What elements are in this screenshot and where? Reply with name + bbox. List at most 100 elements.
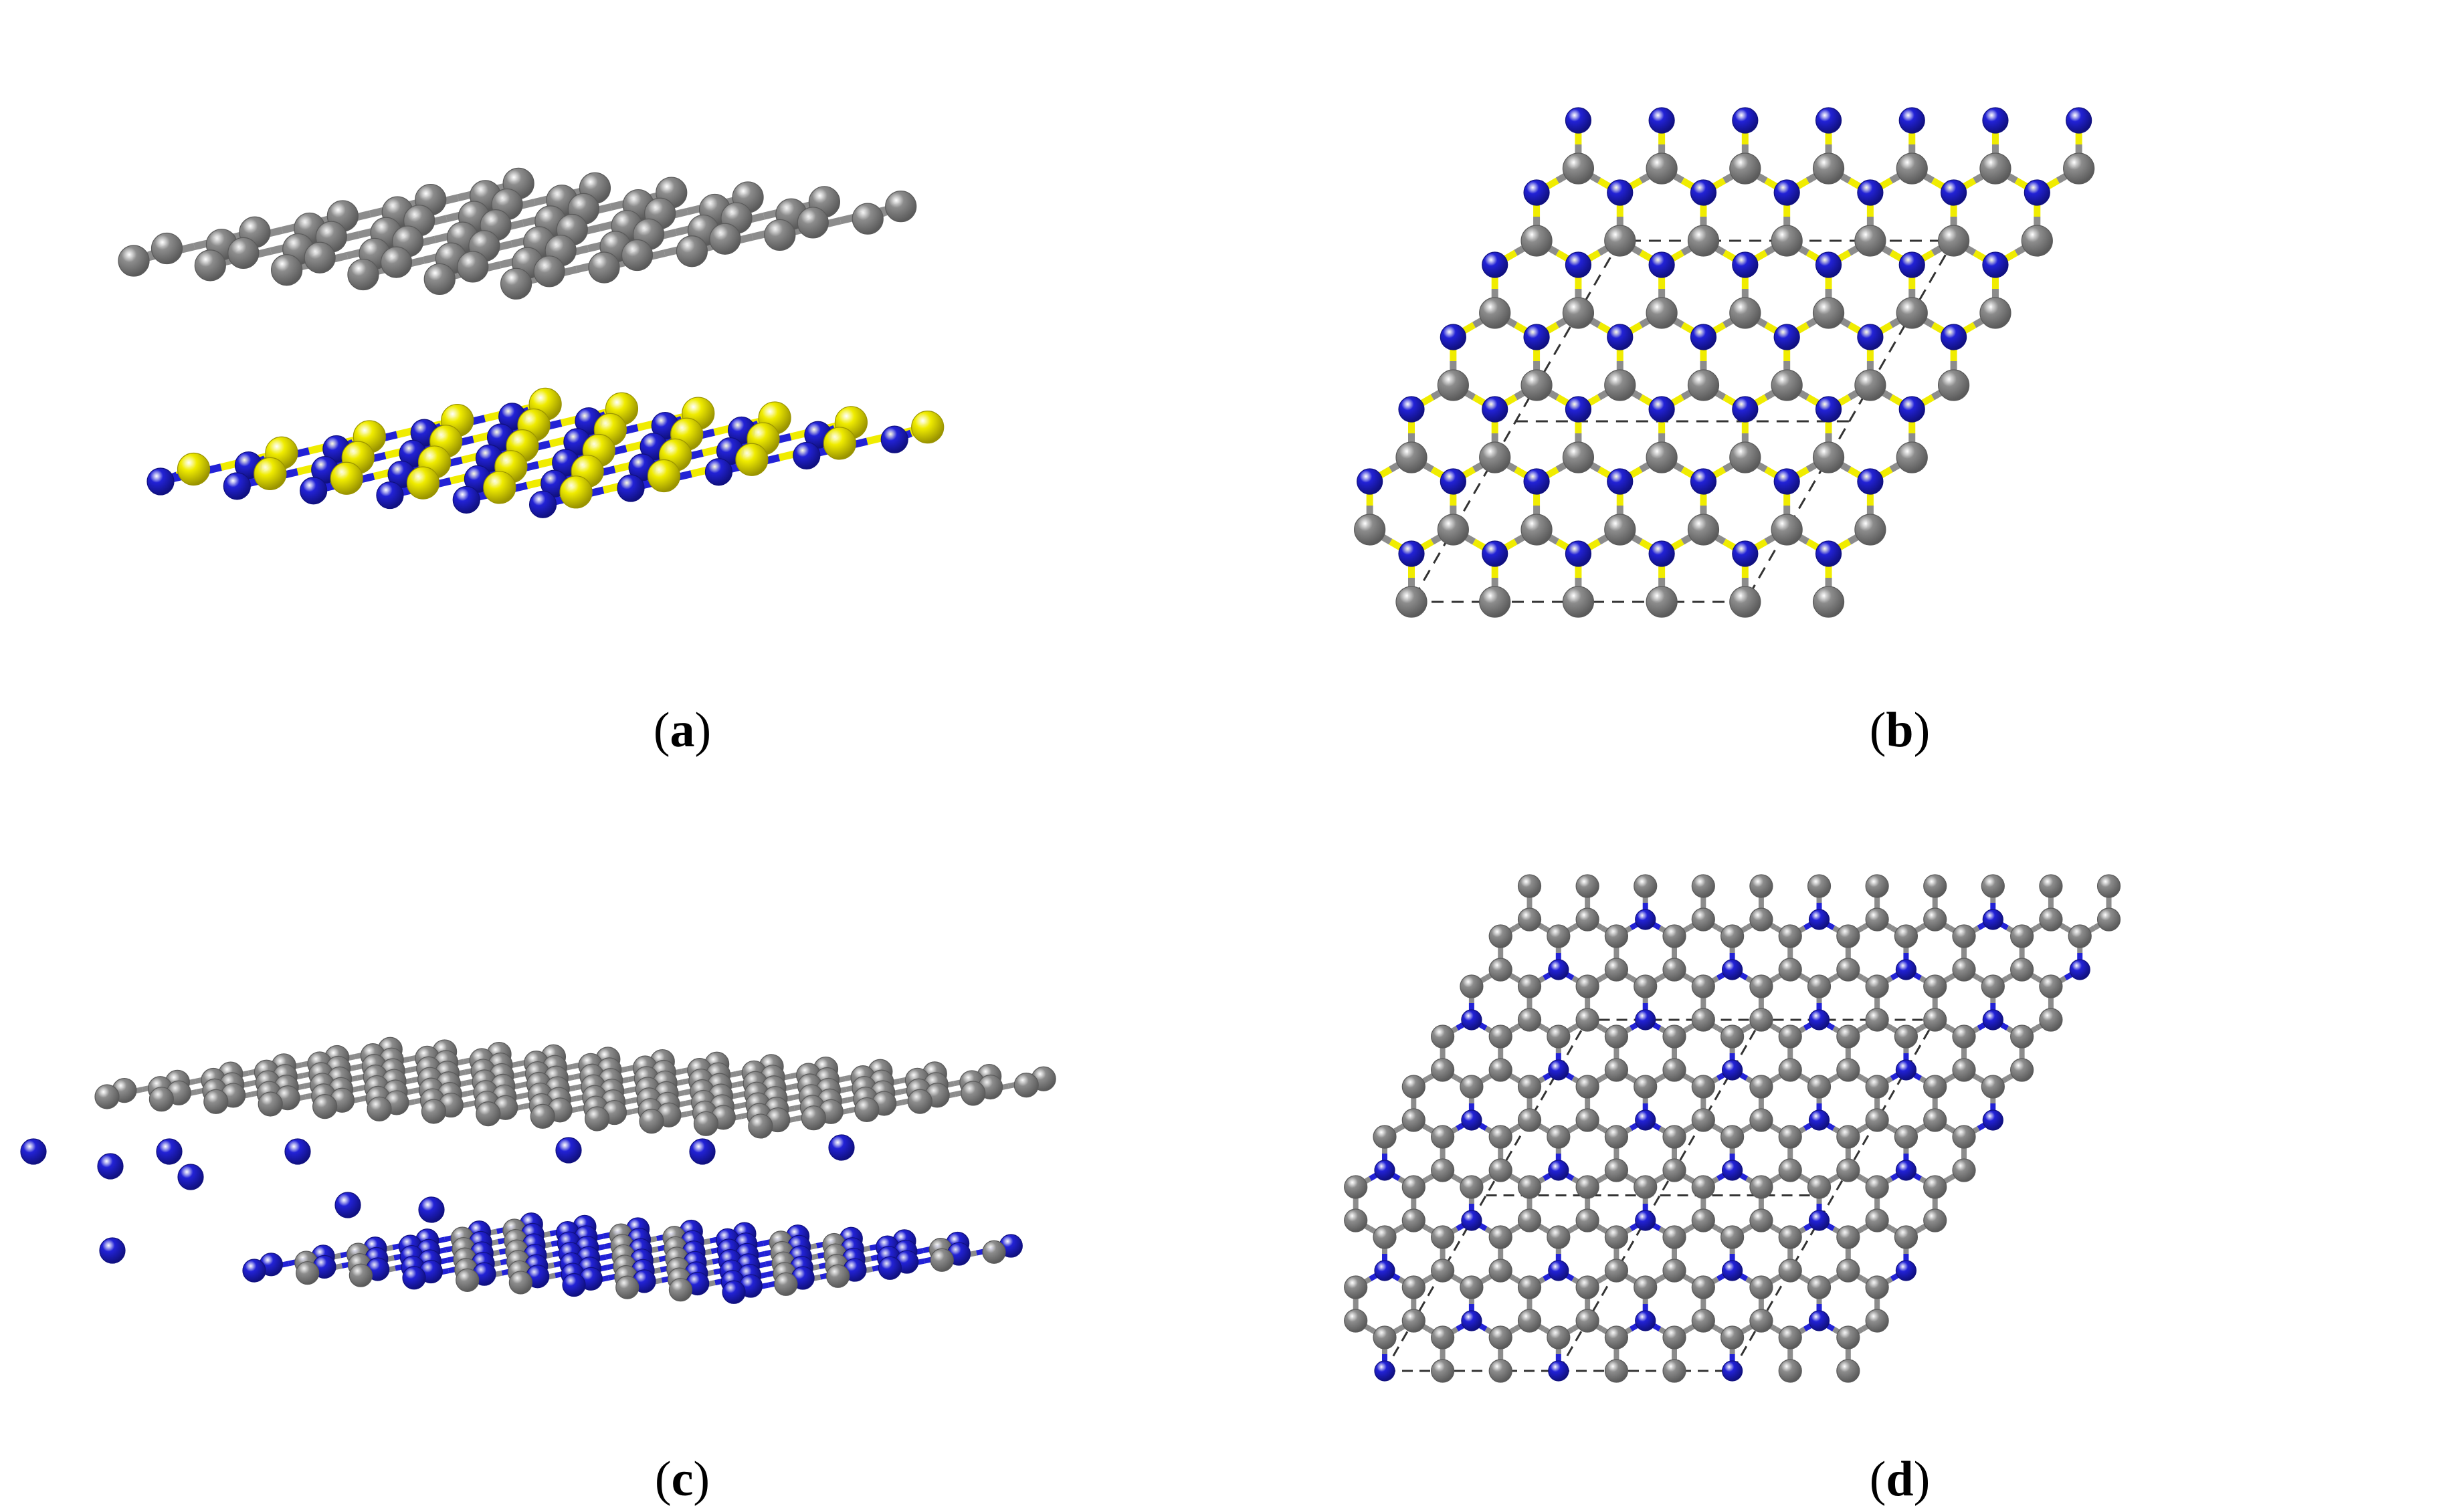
nitrogen-atom <box>1440 468 1466 495</box>
carbon-atom <box>1865 1075 1889 1099</box>
nitrogen-atom <box>1808 1009 1830 1031</box>
carbon-atom <box>1547 1024 1571 1049</box>
carbon-atom <box>533 255 565 288</box>
carbon-atom <box>2010 1058 2034 1082</box>
carbon-atom <box>1401 1275 1425 1299</box>
nitrogen-atom <box>1374 1360 1395 1382</box>
carbon-atom <box>1662 1058 1686 1082</box>
nitrogen-atom <box>1607 179 1634 206</box>
bottom-layer <box>20 1134 1023 1304</box>
carbon-atom <box>1749 1309 1773 1333</box>
carbon-atom <box>1431 1325 1455 1349</box>
carbon-atom <box>1517 874 1542 898</box>
nitrogen-atom <box>1808 909 1830 930</box>
carbon-atom <box>1937 369 1970 401</box>
lattice <box>1354 107 2095 618</box>
carbon-atom <box>1604 1325 1629 1349</box>
carbon-atom <box>1729 297 1761 329</box>
nitrogen-atom <box>1722 1260 1743 1281</box>
nitrogen-atom <box>1648 396 1675 423</box>
carbon-atom <box>1479 297 1511 329</box>
carbon-atom <box>1488 1225 1512 1249</box>
nitrogen-atom <box>1548 959 1569 980</box>
nitrogen-atom <box>704 458 732 486</box>
carbon-atom <box>885 191 917 223</box>
carbon-atom <box>1517 1309 1542 1333</box>
nitrogen-atom <box>1607 324 1634 350</box>
carbon-atom <box>1923 1208 1947 1232</box>
carbon-atom <box>1865 1175 1889 1199</box>
carbon-atom <box>1431 1359 1455 1383</box>
carbon-atom <box>1431 1158 1455 1182</box>
nitrogen-atom <box>1357 468 1383 495</box>
nitrogen-atom <box>1523 179 1550 206</box>
carbon-atom <box>1547 1325 1571 1349</box>
nitrogen-atom <box>1374 1260 1395 1281</box>
nitrogen-atom <box>1898 396 1925 423</box>
carbon-atom <box>1812 152 1845 185</box>
carbon-atom <box>367 1096 392 1121</box>
carbon-atom <box>1865 874 1889 898</box>
carbon-atom <box>1662 958 1686 982</box>
carbon-atom <box>2039 1008 2063 1032</box>
carbon-atom <box>1896 297 1928 329</box>
carbon-atom <box>1662 1024 1686 1049</box>
panel-c-structure <box>20 1037 1056 1304</box>
carbon-atom <box>1687 225 1720 257</box>
panel-d-caption: (d) <box>1869 1452 1931 1507</box>
carbon-atom <box>1354 514 1386 546</box>
nitrogen-atom <box>562 1273 586 1297</box>
carbon-atom <box>1662 1125 1686 1149</box>
carbon-atom <box>1401 1309 1425 1333</box>
carbon-atom <box>1520 225 1553 257</box>
carbon-atom <box>1547 1125 1571 1149</box>
carbon-atom <box>1431 1225 1455 1249</box>
nitrogen-atom <box>99 1237 126 1264</box>
carbon-atom <box>1431 1259 1455 1283</box>
carbon-atom <box>1488 1359 1512 1383</box>
nitrogen-atom <box>1773 468 1800 495</box>
sulfur-atom <box>911 411 945 444</box>
nitrogen-atom <box>1940 324 1967 350</box>
carbon-atom <box>1634 1275 1658 1299</box>
carbon-atom <box>1013 1073 1039 1098</box>
nitrogen-atom <box>555 1137 582 1164</box>
nitrogen-atom <box>1722 1360 1743 1382</box>
carbon-atom <box>1662 924 1686 948</box>
top-layer <box>94 1037 1056 1139</box>
carbon-atom <box>774 1272 798 1296</box>
nitrogen-atom <box>402 1266 426 1290</box>
carbon-atom <box>1836 924 1860 948</box>
nitrogen-atom <box>880 425 908 453</box>
carbon-atom <box>1575 1075 1599 1099</box>
carbon-atom <box>1488 1058 1512 1082</box>
nitrogen-atom <box>2024 179 2050 206</box>
nitrogen-atom <box>1857 179 1884 206</box>
carbon-atom <box>1836 1325 1860 1349</box>
carbon-atom <box>1778 1058 1802 1082</box>
carbon-atom <box>1488 1259 1512 1283</box>
carbon-atom <box>1517 1075 1542 1099</box>
carbon-atom <box>1431 1125 1455 1149</box>
carbon-atom <box>258 1091 283 1117</box>
carbon-atom <box>1604 1225 1629 1249</box>
carbon-atom <box>1952 1058 1976 1082</box>
nitrogen-atom <box>1374 1160 1395 1181</box>
nitrogen-atom <box>1982 1009 2003 1031</box>
nitrogen-atom <box>1808 1109 1830 1131</box>
carbon-atom <box>1865 1008 1889 1032</box>
nitrogen-atom <box>878 1256 902 1280</box>
nitrogen-atom <box>1635 1109 1656 1131</box>
carbon-atom <box>1646 586 1678 618</box>
carbon-atom <box>1520 514 1553 546</box>
carbon-atom <box>1547 924 1571 948</box>
nitrogen-atom <box>1548 1260 1569 1281</box>
bottom-layer <box>146 387 945 518</box>
carbon-atom <box>1662 1359 1686 1383</box>
carbon-atom <box>1778 958 1802 982</box>
nitrogen-atom <box>223 472 251 500</box>
nitrogen-atom <box>1773 179 1800 206</box>
carbon-atom <box>1749 874 1773 898</box>
carbon-atom <box>304 241 336 274</box>
carbon-atom <box>1373 1125 1397 1149</box>
